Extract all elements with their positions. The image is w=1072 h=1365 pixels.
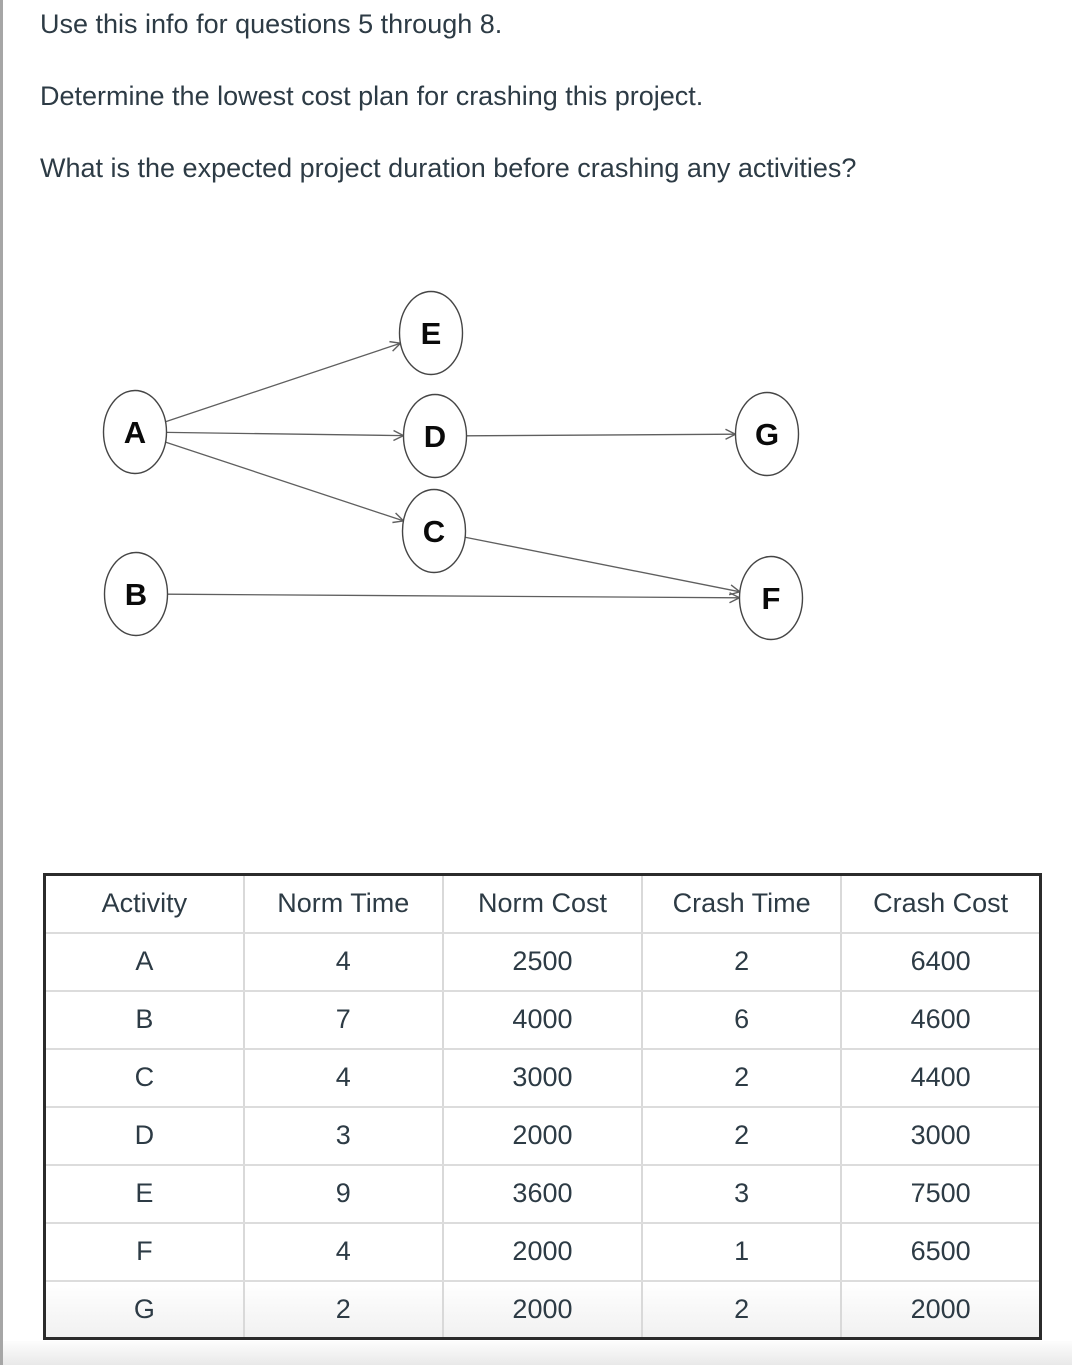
node-label-C: C bbox=[423, 514, 445, 549]
edge-A-E bbox=[165, 340, 402, 423]
node-F: F bbox=[738, 555, 804, 641]
cell-E-4: 7500 bbox=[840, 1163, 1042, 1224]
col-header-norm-cost: Norm Cost bbox=[441, 873, 644, 934]
cell-A-0: A bbox=[43, 931, 245, 992]
cell-D-4: 3000 bbox=[840, 1105, 1042, 1166]
node-D: D bbox=[402, 393, 468, 479]
cell-B-4: 4600 bbox=[840, 989, 1042, 1050]
project-network-diagram: A B C D E F G bbox=[102, 290, 804, 641]
cell-B-2: 4000 bbox=[441, 989, 644, 1050]
cell-E-0: E bbox=[43, 1163, 245, 1224]
edge-B-F bbox=[167, 592, 742, 604]
cell-B-3: 6 bbox=[641, 989, 843, 1050]
node-ellipse-G bbox=[734, 391, 800, 477]
col-header-crash-time: Crash Time bbox=[641, 873, 843, 934]
cell-C-1: 4 bbox=[242, 1047, 444, 1108]
node-A: A bbox=[102, 389, 168, 475]
cell-F-3: 1 bbox=[641, 1221, 843, 1282]
node-label-G: G bbox=[755, 417, 779, 452]
cell-A-2: 2500 bbox=[441, 931, 644, 992]
cell-F-2: 2000 bbox=[441, 1221, 644, 1282]
cell-F-4: 6500 bbox=[840, 1221, 1042, 1282]
edge-A-D bbox=[166, 429, 406, 442]
cell-F-1: 4 bbox=[242, 1221, 444, 1282]
cell-F-0: F bbox=[43, 1221, 245, 1282]
cell-C-4: 4400 bbox=[840, 1047, 1042, 1108]
instructions-block: Use this info for questions 5 through 8.… bbox=[40, 8, 1040, 224]
cell-B-0: B bbox=[43, 989, 245, 1050]
cell-G-2: 2000 bbox=[441, 1279, 644, 1340]
edge-D-G bbox=[466, 428, 738, 440]
col-header-crash-cost: Crash Cost bbox=[840, 873, 1042, 934]
cell-C-3: 2 bbox=[641, 1047, 843, 1108]
cell-D-3: 2 bbox=[641, 1105, 843, 1166]
node-ellipse-E bbox=[398, 290, 464, 376]
node-ellipse-A bbox=[102, 389, 168, 475]
cell-E-3: 3 bbox=[641, 1163, 843, 1224]
cell-C-0: C bbox=[43, 1047, 245, 1108]
node-G: G bbox=[734, 391, 800, 477]
cell-C-2: 3000 bbox=[441, 1047, 644, 1108]
cell-G-1: 2 bbox=[242, 1279, 444, 1340]
node-label-E: E bbox=[421, 316, 442, 351]
page-bottom-gradient bbox=[3, 1341, 1072, 1365]
node-ellipse-F bbox=[738, 555, 804, 641]
node-label-D: D bbox=[424, 419, 446, 454]
edge-A-C bbox=[165, 441, 405, 524]
cell-G-3: 2 bbox=[641, 1279, 843, 1340]
cell-D-0: D bbox=[43, 1105, 245, 1166]
node-C: C bbox=[401, 488, 467, 574]
node-ellipse-D bbox=[402, 393, 468, 479]
cell-D-1: 3 bbox=[242, 1105, 444, 1166]
node-label-B: B bbox=[125, 577, 147, 612]
node-ellipse-B bbox=[103, 551, 169, 637]
instruction-line-2: Determine the lowest cost plan for crash… bbox=[40, 81, 704, 111]
instruction-line-1: Use this info for questions 5 through 8. bbox=[40, 9, 503, 39]
instruction-line-3: What is the expected project duration be… bbox=[40, 153, 857, 183]
node-B: B bbox=[103, 551, 169, 637]
col-header-activity: Activity bbox=[43, 873, 245, 934]
node-E: E bbox=[398, 290, 464, 376]
node-label-A: A bbox=[124, 415, 146, 450]
cell-G-4: 2000 bbox=[840, 1279, 1042, 1340]
cell-A-3: 2 bbox=[641, 931, 843, 992]
cell-E-1: 9 bbox=[242, 1163, 444, 1224]
cell-D-2: 2000 bbox=[441, 1105, 644, 1166]
cell-B-1: 7 bbox=[242, 989, 444, 1050]
node-ellipse-C bbox=[401, 488, 467, 574]
node-label-F: F bbox=[762, 581, 781, 616]
content-left-border bbox=[0, 0, 3, 1365]
cell-A-4: 6400 bbox=[840, 931, 1042, 992]
col-header-norm-time: Norm Time bbox=[242, 873, 444, 934]
cell-A-1: 4 bbox=[242, 931, 444, 992]
cell-E-2: 3600 bbox=[441, 1163, 644, 1224]
cell-G-0: G bbox=[43, 1279, 245, 1340]
edge-C-F bbox=[464, 536, 742, 596]
